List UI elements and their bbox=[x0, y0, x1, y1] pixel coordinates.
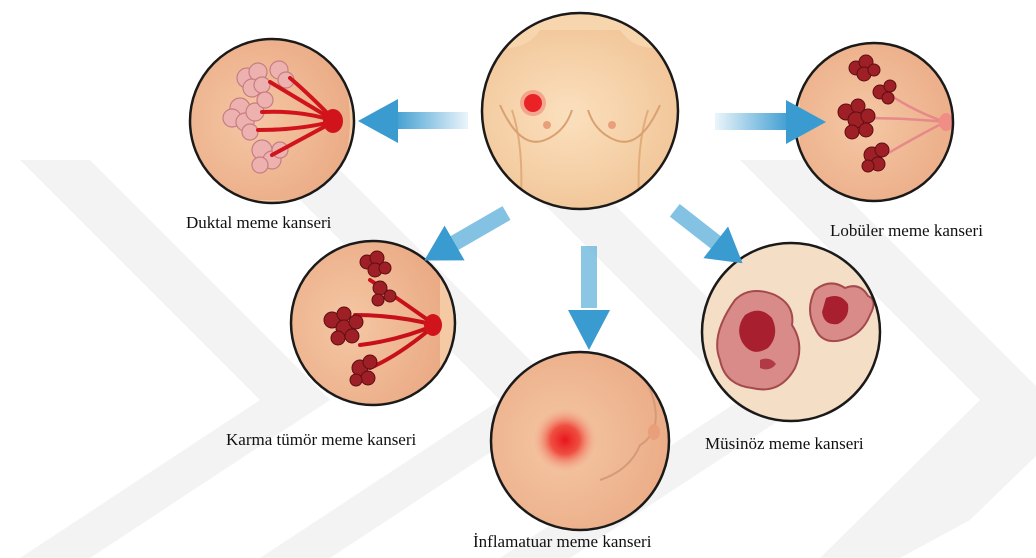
musinoz-circle bbox=[702, 243, 880, 421]
arrow-to-duktal bbox=[358, 99, 468, 143]
label-lobuler: Lobüler meme kanseri bbox=[830, 221, 983, 241]
label-karma: Karma tümör meme kanseri bbox=[226, 430, 416, 450]
duktal-circle bbox=[190, 39, 354, 203]
karma-circle bbox=[290, 240, 455, 410]
torso-circle bbox=[470, 13, 690, 220]
arrow-to-inflamatuar bbox=[568, 246, 610, 350]
label-musinoz: Müsinöz meme kanseri bbox=[705, 434, 864, 454]
label-duktal: Duktal meme kanseri bbox=[186, 213, 331, 233]
label-inflamatuar: İnflamatuar meme kanseri bbox=[473, 532, 651, 552]
inflamatuar-circle bbox=[490, 350, 670, 535]
